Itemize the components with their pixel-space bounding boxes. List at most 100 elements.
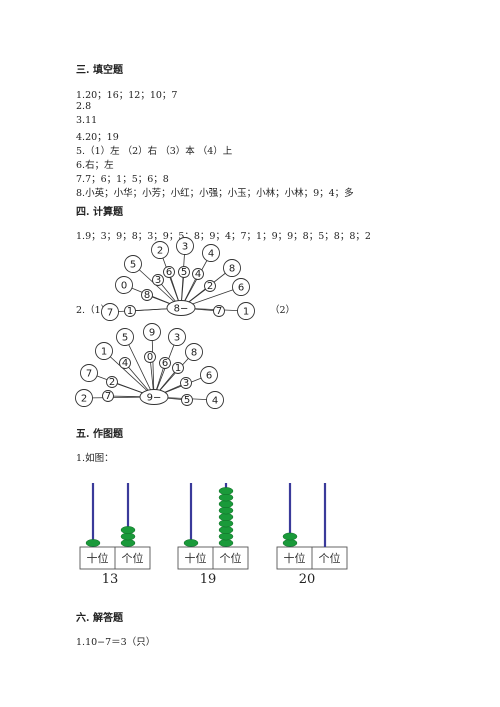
abacus-bead [85,539,101,547]
abacus-bead [218,487,234,495]
abacus-bead [218,526,234,534]
circle-number: 2 [207,281,213,292]
outer-number-circle [232,278,250,296]
outer-number-circle [185,343,203,361]
spoke-line [132,263,182,309]
section-6-title: 六. 解答题 [76,613,123,624]
circle-number: 4 [212,396,218,407]
outer-number-circle [176,237,194,255]
answer-line: 1.如图： [76,453,114,464]
inner-number-circle [106,376,118,388]
circle-number: 1 [127,306,133,317]
circle-number: 3 [174,333,180,344]
inner-number-circle [213,305,225,317]
inner-number-circle [178,266,190,278]
tens-label: 十位 [284,551,306,565]
outer-number-circle [200,366,218,384]
inner-number-circle [119,357,131,369]
circle-number: 7 [216,306,222,317]
center-ellipse [139,389,169,405]
inner-number-circle [181,394,193,406]
abacus-number: 20 [299,572,316,587]
circle-number: 2 [109,377,115,388]
outer-number-circle [75,389,93,407]
abacus-diagrams: 十位个位13十位个位19十位个位20 [79,483,348,587]
circle-number: 8 [229,264,235,275]
circle-number: 3 [183,378,189,389]
abacus-bead [218,513,234,521]
answer-line: 1.10−7＝3（只） [76,637,156,648]
answer-line: 3.11 [76,115,98,126]
outer-number-circle [223,259,241,277]
circle-number: 1 [243,307,249,318]
circle-number: 4 [208,249,214,260]
circle-number: 7 [107,308,113,319]
abacus-bead [183,539,199,547]
abacus-number: 13 [102,572,119,587]
center-ellipse [166,300,196,316]
answer-line: 6.右；左 [76,160,114,171]
circle-number: 8 [144,290,150,301]
circle-number: 5 [122,333,128,344]
outer-number-circle [95,342,113,360]
abacus-bead [120,539,136,547]
answer-line: 1.20；16；12；10；7 [76,90,178,101]
ones-label: 个位 [220,551,242,565]
abacus-bead [218,539,234,547]
circle-number: 6 [206,371,212,382]
section-4-title: 四. 计算题 [76,207,123,218]
inner-number-circle [124,305,136,317]
outer-number-circle [101,303,119,321]
answer-line: 5.（1）左 （2）右 （3）本 （4）上 [76,146,233,157]
circle-number: 6 [238,283,244,294]
spoke-line [103,350,155,398]
outer-number-circle [116,328,134,346]
ones-label: 个位 [122,551,144,565]
circle-number: 6 [166,267,172,278]
abacus-bead [218,532,234,541]
center-label: 9− [147,393,162,404]
outer-number-circle [202,244,220,262]
circle-number: 8 [191,348,197,359]
circle-number: 1 [101,347,107,358]
circle-number: 7 [105,391,111,402]
circle-number: 6 [162,358,168,369]
abacus-bead [218,500,234,508]
question-label: 2.（1） [76,305,111,316]
circle-number: 4 [122,358,128,369]
abacus-bead [282,532,298,541]
outer-number-circle [124,255,142,273]
circle-number: 4 [195,269,201,280]
circle-number: 0 [121,281,127,292]
answer-line: 1.9；3；9；8；3；9；5；8；9；4；7；1；9；9；8；5；8；8；2 [76,231,371,242]
outer-number-circle [115,276,133,294]
circle-number: 1 [175,363,181,374]
center-label: 8− [174,304,189,315]
outer-number-circle [237,302,255,320]
abacus-bead [218,506,234,515]
circle-number: 3 [182,242,188,253]
outer-number-circle [80,364,98,382]
abacus-number: 19 [200,572,217,587]
inner-number-circle [163,266,175,278]
section-3-title: 三. 填空题 [76,65,123,76]
circle-number: 7 [86,369,92,380]
outer-number-circle [151,241,169,259]
tens-label: 十位 [87,551,109,565]
answer-line: 2.8 [76,101,92,112]
inner-number-circle [159,357,171,369]
inner-number-circle [192,268,204,280]
circle-number: 5 [184,395,190,406]
inner-number-circle [180,377,192,389]
inner-number-circle [141,289,153,301]
spoke-line [151,331,155,398]
outer-number-circle [168,328,186,346]
ones-label: 个位 [319,551,341,565]
outer-number-circle [206,391,224,409]
circle-number: 5 [130,260,136,271]
answer-line: 8.小英；小华；小芳；小红；小强；小玉；小林；小林；9；4；多 [76,188,354,199]
section-5-title: 五. 作图题 [76,429,123,440]
outer-number-circle [143,323,161,341]
